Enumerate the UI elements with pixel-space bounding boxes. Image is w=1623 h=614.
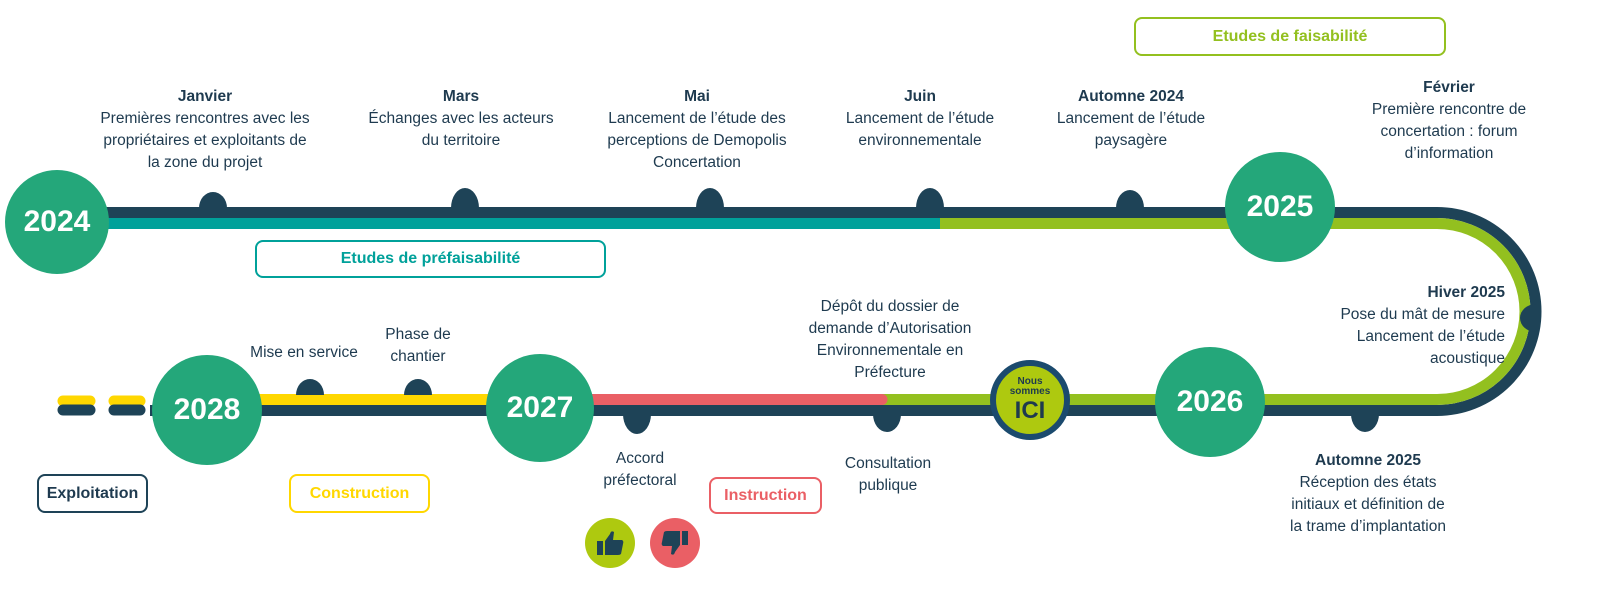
event-automne-2025: Automne 2025 Réception des états initiau… [1290,450,1446,538]
marker [199,192,227,208]
marker [696,188,724,208]
event-title: Automne 2025 [1315,452,1421,469]
event-hiver-2025: Hiver 2025 Pose du mât de mesure Lanceme… [1340,282,1505,370]
event-line: demande d’Autorisation [808,320,972,337]
event-title: Automne 2024 [1078,88,1184,105]
phase-faisabilite: Etudes de faisabilité [1134,17,1446,56]
event-line: Première rencontre de [1371,101,1527,118]
event-line: préfectoral [603,472,677,489]
event-line: la zone du projet [147,154,263,171]
marker [451,188,479,208]
event-title: Mai [684,88,710,105]
event-line: Lancement de l’étude des [608,110,786,127]
event-line: perceptions de Demopolis [607,132,787,149]
milestone-markers [199,188,1536,434]
event-line: d’information [1404,145,1494,162]
event-line: Consultation [844,455,932,472]
marker [296,379,324,395]
event-fevrier: Février Première rencontre de concertati… [1372,77,1526,165]
ici-big-label: ICI [1014,397,1046,424]
event-line: concertation : forum [1380,123,1518,140]
event-line: du territoire [421,132,501,149]
event-line: propriétaires et exploitants de [103,132,307,149]
marker [1520,304,1536,332]
event-juin: Juin Lancement de l’étude environnementa… [846,86,994,152]
current-position-badge: Nous sommes ICI [990,360,1070,440]
phase-construction: Construction [289,474,430,513]
marker [916,188,944,208]
year-2027: 2027 [486,354,594,462]
phase-instruction: Instruction [709,477,822,514]
event-line: initiaux et définition de [1291,496,1445,513]
event-depot: Dépôt du dossier de demande d’Autorisati… [809,296,972,384]
event-line: Accord [615,450,665,467]
thumbs-up-icon [597,531,624,555]
event-line: Pose du mât de mesure [1340,306,1505,323]
event-line: Environnementale en [816,342,964,359]
thumbs-down-badge [650,518,700,568]
phase-prefaisabilite: Etudes de préfaisabilité [255,240,606,278]
marker [404,379,432,395]
event-mars: Mars Échanges avec les acteurs du territ… [368,86,553,152]
event-mai: Mai Lancement de l’étude des perceptions… [607,86,786,174]
event-line: acoustique [1430,350,1505,367]
event-line: publique [858,477,918,494]
event-line: Concertation [653,154,741,171]
ici-small-label: Nous sommes [1009,376,1051,397]
event-line: Dépôt du dossier de [820,298,960,315]
year-2024: 2024 [5,170,109,274]
event-consultation: Consultation publique [845,453,931,497]
year-2028: 2028 [152,355,262,465]
marker [623,414,651,434]
event-chantier: Phase de chantier [385,324,451,368]
event-title: Février [1423,79,1475,96]
marker [873,414,901,432]
thumbs-down-icon [661,531,688,555]
event-title: Janvier [177,88,233,105]
event-line: Lancement de l’étude [1356,328,1505,345]
event-line: la trame d’implantation [1290,518,1446,535]
event-mise-en-service: Mise en service [250,342,358,364]
event-line: Réception des états [1299,474,1437,491]
event-line: Lancement de l’étude [845,110,995,127]
event-line: Échanges avec les acteurs [368,110,554,127]
event-line: environnementale [858,132,982,149]
marker [1116,190,1144,208]
year-2025: 2025 [1225,152,1335,262]
event-line: paysagère [1094,132,1168,149]
event-automne-2024: Automne 2024 Lancement de l’étude paysag… [1057,86,1205,152]
marker [1351,414,1379,432]
event-line: Préfecture [854,364,926,381]
phase-exploitation: Exploitation [37,474,148,513]
event-title: Juin [904,88,936,105]
year-2026: 2026 [1155,347,1265,457]
event-line: Lancement de l’étude [1056,110,1206,127]
dashes-future [57,395,146,416]
event-accord: Accord préfectoral [603,448,676,492]
event-title: Hiver 2025 [1427,284,1505,301]
thumbs-up-badge [585,518,635,568]
event-title: Mars [442,88,480,105]
event-line: chantier [390,348,446,365]
event-line: Mise en service [250,344,358,361]
event-line: Phase de [385,326,451,343]
event-janvier: Janvier Premières rencontres avec les pr… [100,86,309,174]
event-line: Premières rencontres avec les [100,110,310,127]
